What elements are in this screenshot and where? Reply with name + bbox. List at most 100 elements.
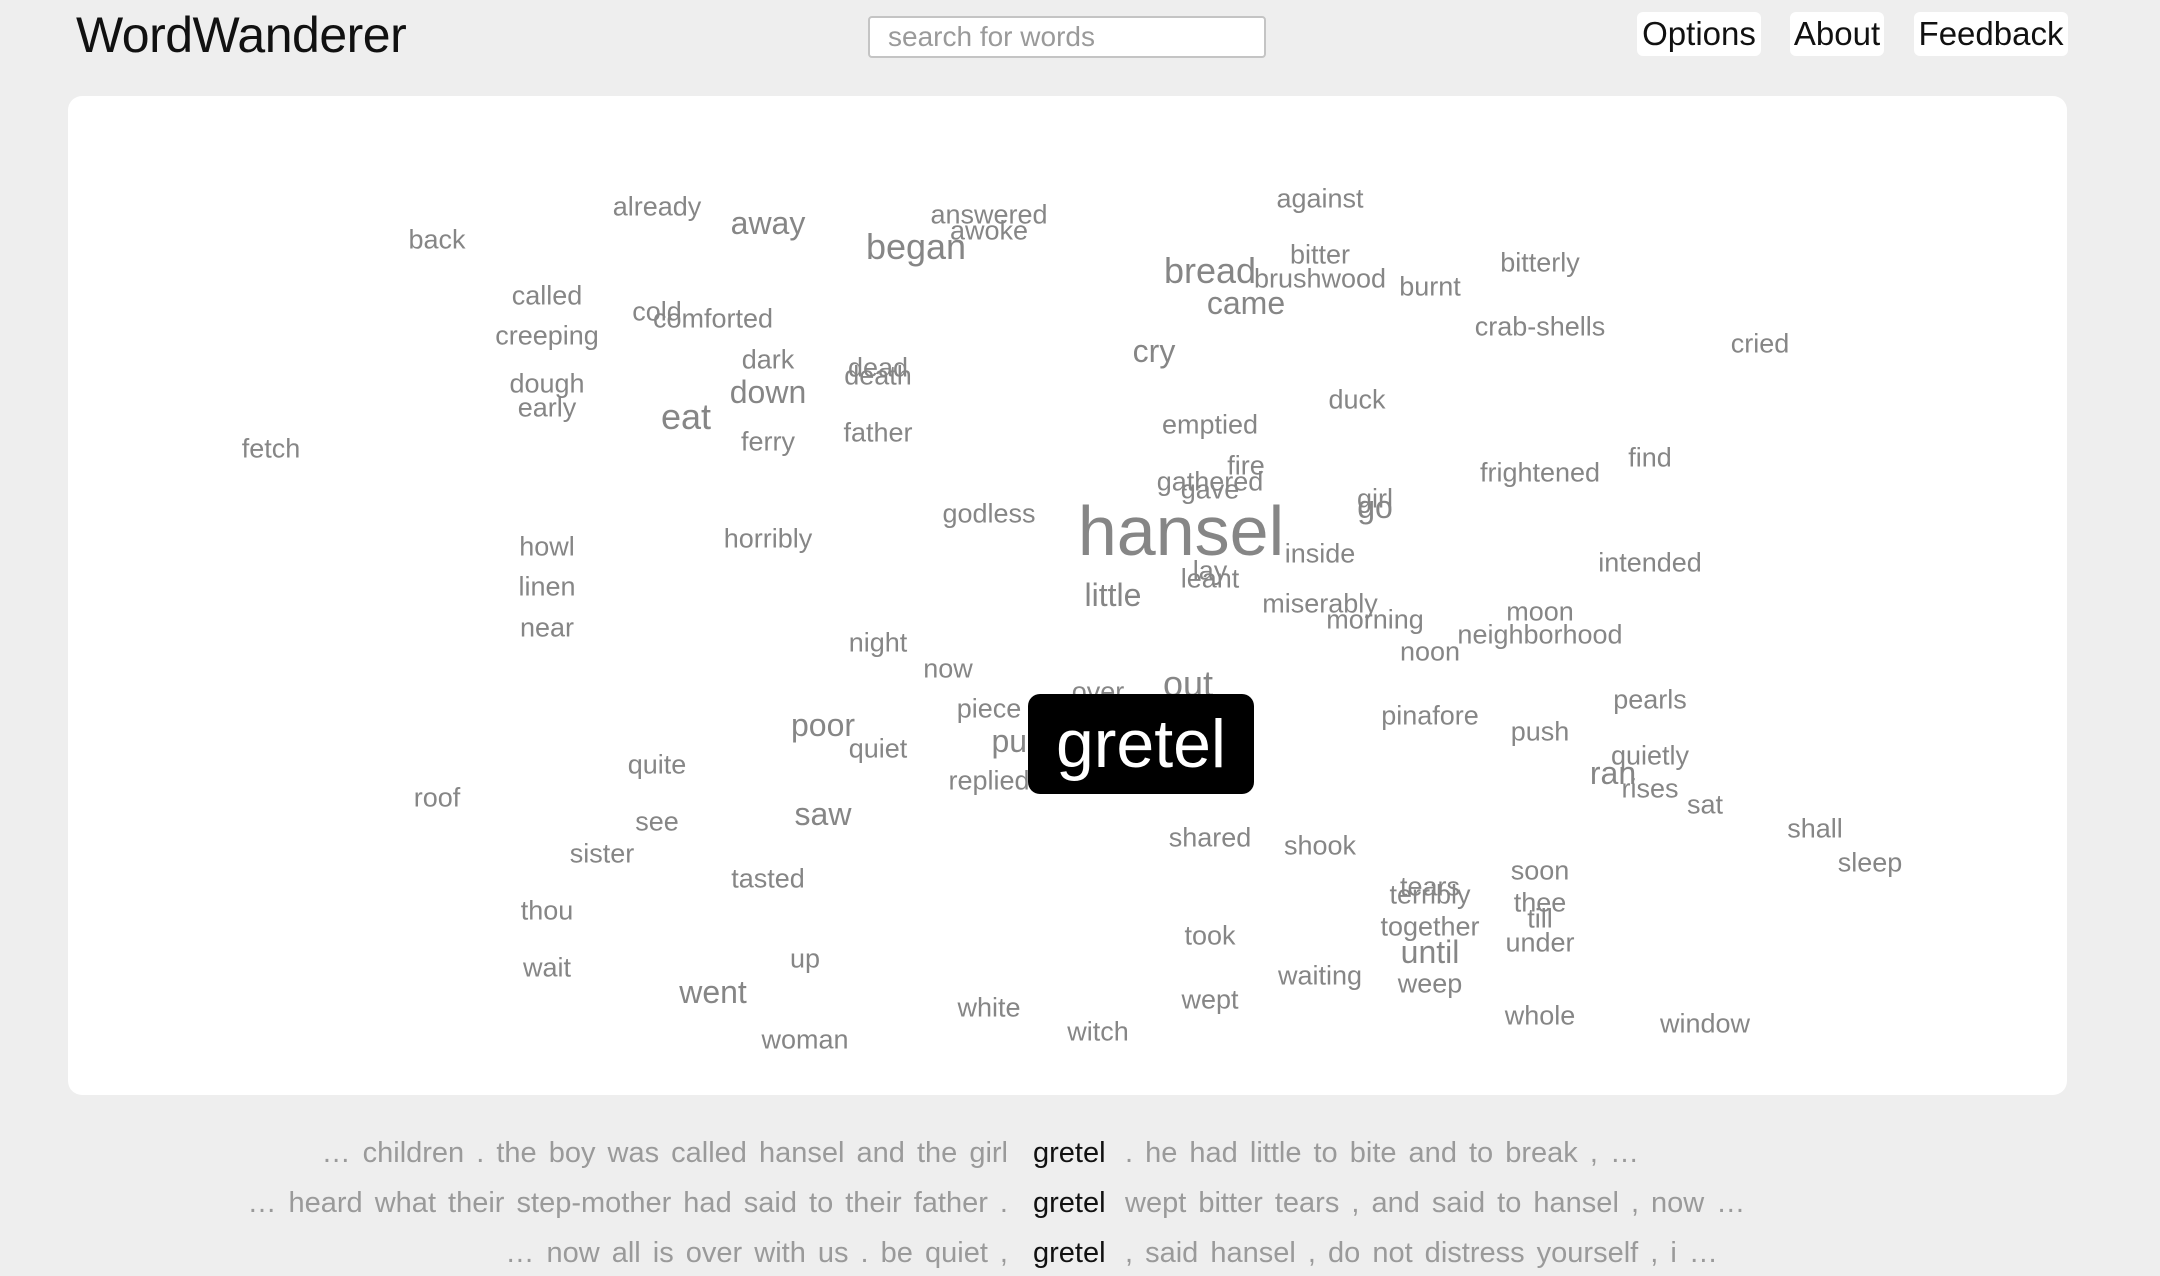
app-title[interactable]: WordWanderer [76,7,407,63]
cloud-word[interactable]: tears [1399,871,1461,902]
cloud-word[interactable]: lay [1192,555,1228,586]
cloud-word[interactable]: till [1527,903,1553,934]
cloud-word[interactable]: roof [413,782,461,813]
focus-word[interactable]: gretel [1028,694,1254,794]
cloud-word[interactable]: took [1184,920,1236,951]
cloud-word[interactable]: girl [1356,483,1394,514]
about-button[interactable]: About [1790,12,1884,56]
cloud-word[interactable]: ran [1589,755,1637,791]
cloud-word[interactable]: waiting [1277,960,1363,991]
cloud-word[interactable]: came [1206,285,1286,321]
cloud-word[interactable]: little [1084,577,1142,613]
cloud-word[interactable]: frightened [1479,457,1601,488]
cloud-word[interactable]: moon [1506,596,1574,627]
cloud-word[interactable]: crab-shells [1474,311,1606,342]
cloud-word[interactable]: answered [930,199,1048,230]
cloud-word[interactable]: quiet [848,733,908,764]
cloud-word[interactable]: find [1628,442,1672,473]
cloud-word[interactable]: gathered [1156,466,1264,497]
cloud-word[interactable]: thou [520,895,574,926]
cloud-word[interactable]: night [848,627,908,658]
cloud-word[interactable]: awoke [949,215,1029,246]
cloud-word[interactable]: comforted [652,303,774,334]
cloud-word[interactable]: quite [627,749,687,780]
cloud-word[interactable]: soon [1510,855,1570,886]
cloud-word[interactable]: linen [518,571,576,602]
concordance-keyword[interactable]: gretel [1033,1187,1106,1219]
cloud-word[interactable]: intended [1598,547,1702,578]
cloud-word[interactable]: woman [761,1024,849,1055]
cloud-word[interactable]: fire [1227,450,1265,481]
options-button[interactable]: Options [1637,12,1761,56]
cloud-word[interactable]: see [635,806,679,837]
cloud-word[interactable]: sat [1686,789,1724,820]
feedback-button[interactable]: Feedback [1914,12,2068,56]
cloud-word[interactable]: pinafore [1381,700,1479,731]
cloud-word[interactable]: back [408,224,466,255]
cloud-word[interactable]: noon [1399,636,1461,667]
cloud-word[interactable]: bitterly [1500,247,1580,278]
cloud-word[interactable]: thee [1513,887,1567,918]
cloud-word[interactable]: bread [1163,250,1257,291]
cloud-word[interactable]: dead [847,352,909,383]
cloud-word[interactable]: bitter [1289,239,1351,270]
cloud-word[interactable]: shared [1168,822,1252,853]
cloud-word[interactable]: horribly [723,523,813,554]
cloud-word[interactable]: began [865,226,967,267]
cloud-word[interactable]: leant [1180,563,1240,594]
cloud-word[interactable]: dough [509,368,585,399]
cloud-word[interactable]: howl [519,531,575,562]
cloud-word[interactable]: tasted [731,863,805,894]
cloud-word[interactable]: window [1659,1008,1751,1039]
search-input[interactable] [868,16,1266,58]
cloud-word[interactable]: up [789,943,821,974]
cloud-word[interactable]: gave [1180,474,1240,505]
cloud-word[interactable]: shook [1283,830,1357,861]
cloud-word[interactable]: neighborhood [1457,619,1623,650]
cloud-word[interactable]: morning [1326,604,1424,635]
cloud-word[interactable]: shall [1787,813,1843,844]
cloud-word[interactable]: against [1276,183,1364,214]
cloud-word[interactable]: duck [1328,384,1386,415]
cloud-word[interactable]: wept [1181,984,1239,1015]
cloud-word[interactable]: godless [942,498,1036,529]
cloud-word[interactable]: until [1400,934,1460,970]
cloud-word[interactable]: creeping [495,320,599,351]
cloud-word[interactable]: push [1510,716,1570,747]
cloud-word[interactable]: replied [948,765,1030,796]
cloud-word[interactable]: went [679,974,747,1010]
cloud-word[interactable]: eat [660,396,712,437]
concordance-keyword[interactable]: gretel [1033,1137,1106,1169]
cloud-word[interactable]: weep [1397,968,1463,999]
cloud-word[interactable]: saw [794,796,852,832]
cloud-word[interactable]: sleep [1837,847,1903,878]
cloud-word[interactable]: already [612,191,702,222]
cloud-word[interactable]: burnt [1399,271,1461,302]
cloud-word[interactable]: cry [1132,333,1176,369]
cloud-word[interactable]: down [729,374,807,410]
cloud-word[interactable]: cried [1730,328,1790,359]
cloud-word[interactable]: white [957,992,1021,1023]
cloud-word[interactable]: called [511,280,583,311]
concordance-keyword[interactable]: gretel [1033,1237,1106,1269]
cloud-word[interactable]: brushwood [1253,263,1387,294]
cloud-word[interactable]: together [1380,911,1480,942]
cloud-word[interactable]: witch [1067,1016,1129,1047]
cloud-word[interactable]: miserably [1262,588,1378,619]
cloud-word[interactable]: pearls [1613,684,1687,715]
cloud-word[interactable]: cold [632,296,682,327]
cloud-word[interactable]: inside [1284,538,1356,569]
cloud-word[interactable]: away [730,205,806,241]
cloud-word[interactable]: wait [522,952,572,983]
cloud-word[interactable]: rises [1621,773,1679,804]
cloud-word[interactable]: under [1505,927,1575,958]
cloud-word[interactable]: sister [569,838,635,869]
cloud-word[interactable]: near [519,612,575,643]
cloud-word[interactable]: ferry [741,426,795,457]
cloud-word[interactable]: fetch [241,433,301,464]
cloud-word[interactable]: death [844,360,912,391]
cloud-word[interactable]: emptied [1161,409,1259,440]
cloud-word[interactable]: whole [1504,1000,1576,1031]
cloud-word[interactable]: terribly [1389,879,1471,910]
cloud-word[interactable]: now [923,653,973,684]
